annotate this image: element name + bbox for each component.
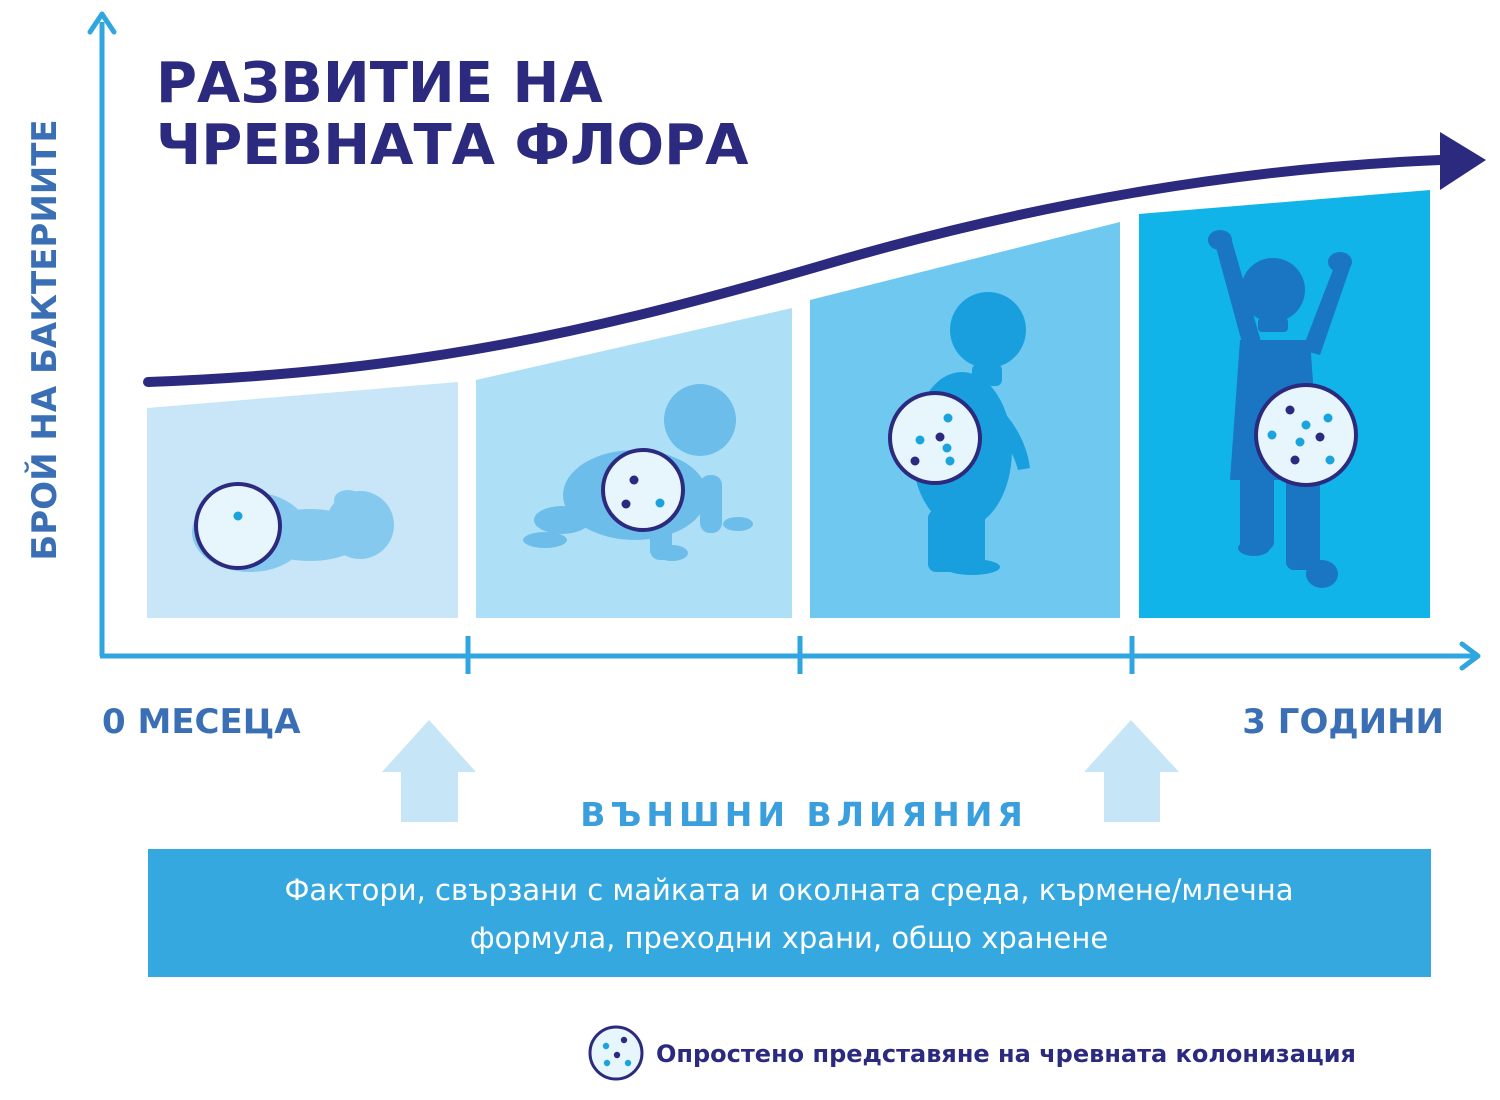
bacterium-dot (602, 1042, 610, 1050)
x-axis-end-label: 3 ГОДИНИ (1242, 702, 1444, 742)
stage-panel-newborn (147, 382, 458, 618)
bacterium-dot (1285, 405, 1295, 415)
bacterium-dot (1295, 437, 1305, 447)
growth-curve-arrowhead (1440, 132, 1486, 190)
legend-label: Опростено представяне на чревната колони… (656, 1040, 1356, 1068)
x-axis-start-label: 0 МЕСЕЦА (102, 702, 301, 742)
bacterium-dot (1323, 413, 1333, 423)
x-axis (100, 636, 1481, 674)
bacterium-dot (943, 413, 953, 423)
bacterium-dot (603, 1059, 611, 1067)
bacterium-dot (945, 456, 955, 466)
bacterium-dot (910, 456, 920, 466)
bacterium-dot (915, 435, 925, 445)
bacterium-dot (1267, 430, 1277, 440)
bacterium-dot (942, 443, 952, 453)
factors-text-line2: формула, преходни храни, общо хранене (470, 921, 1108, 955)
bacterium-dot (935, 432, 945, 442)
bacterium-dot (655, 498, 665, 508)
bacterium-dot (1301, 420, 1311, 430)
bacteria-circle-crawling (601, 448, 685, 532)
influences-heading: ВЪНШНИ ВЛИЯНИЯ (580, 795, 1028, 834)
page-title-line1: РАЗВИТИЕ НА (156, 51, 603, 116)
bacterium-dot (613, 1051, 621, 1059)
page-title-line2: ЧРЕВНАТА ФЛОРА (156, 113, 749, 178)
up-arrow-icon (1084, 720, 1179, 822)
factors-box (148, 849, 1431, 977)
bacterium-dot (620, 1036, 628, 1044)
y-axis-label: БРОЙ НА БАКТЕРИИТЕ (24, 119, 65, 560)
bacterium-dot (624, 1059, 632, 1067)
bacterium-dot (1325, 455, 1335, 465)
legend-colonization-icon (588, 1025, 644, 1081)
growth-curve (143, 132, 1486, 387)
bacteria-circle-child (1254, 383, 1358, 487)
bacteria-circle-newborn (194, 482, 282, 570)
y-axis (87, 11, 117, 656)
bacterium-dot (629, 475, 639, 485)
factors-text-line1: Фактори, свързани с майката и околната с… (284, 873, 1293, 907)
up-arrow-icon (382, 720, 476, 822)
bacteria-circle-toddler (888, 391, 982, 485)
bacterium-dot (233, 511, 243, 521)
bacterium-dot (1315, 432, 1325, 442)
bacterium-dot (621, 499, 631, 509)
bacterium-dot (1290, 455, 1300, 465)
